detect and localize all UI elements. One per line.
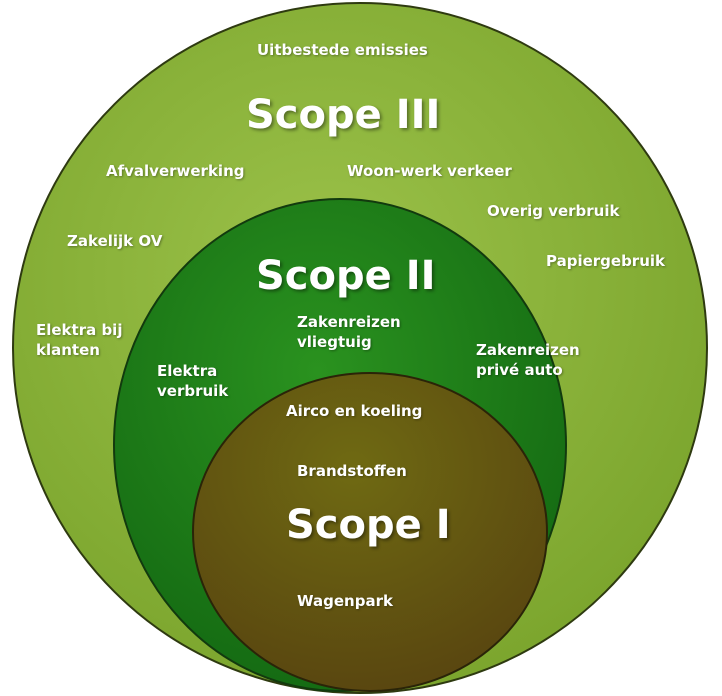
scope3-title: Scope III bbox=[246, 92, 441, 138]
label-papiergebruik: Papiergebruik bbox=[546, 252, 666, 270]
label-uitbestede-emissies: Uitbestede emissies bbox=[257, 41, 428, 59]
label-woon-werk-verkeer: Woon-werk verkeer bbox=[347, 162, 512, 180]
label-airco-en-koeling: Airco en koeling bbox=[286, 402, 423, 420]
label-zakenreizen-prive-auto: Zakenreizen privé auto bbox=[476, 341, 580, 379]
label-elektra-bij-klanten: Elektra bij klanten bbox=[36, 321, 123, 359]
scope1-circle bbox=[192, 372, 548, 692]
label-zakenreizen-vliegtuig: Zakenreizen vliegtuig bbox=[297, 313, 401, 351]
scope1-title: Scope I bbox=[286, 502, 451, 548]
label-afvalverwerking: Afvalverwerking bbox=[106, 162, 245, 180]
scope2-title: Scope II bbox=[256, 253, 436, 299]
label-elektra-verbruik: Elektra verbruik bbox=[157, 362, 229, 400]
label-overig-verbruik: Overig verbruik bbox=[487, 202, 620, 220]
label-wagenpark: Wagenpark bbox=[297, 592, 393, 610]
label-zakelijk-ov: Zakelijk OV bbox=[67, 232, 163, 250]
label-brandstoffen: Brandstoffen bbox=[297, 462, 407, 480]
